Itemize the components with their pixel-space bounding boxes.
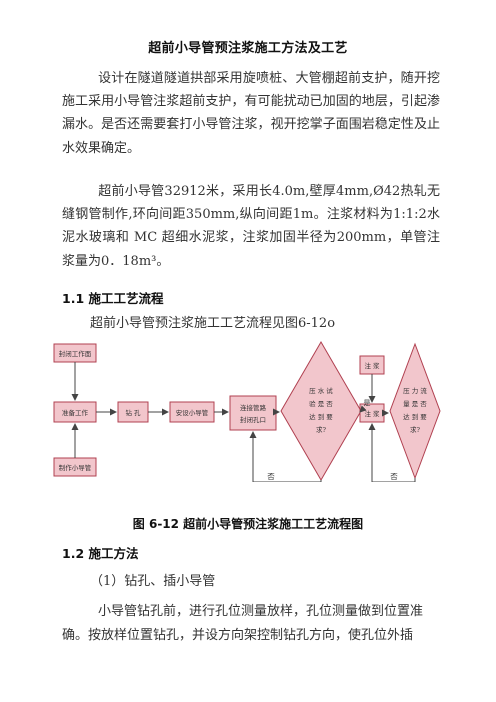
section-1-1-text: 超前小导管预注浆施工工艺流程见图6-12o (90, 316, 336, 331)
flowchart-diagram: 封闭工作面 准备工作 制作小导管 钻 孔 安设小导管 连接管路 封闭孔口 压 水… (53, 341, 441, 482)
flow-diamond-water-test (280, 341, 362, 481)
flow-text-diamond2-2: 量 是 否 (403, 400, 427, 408)
flow-label-no-1: 否 (267, 472, 275, 481)
section-heading-1-2: 1.2 施工方法 (62, 546, 139, 561)
figure-caption: 图 6-12 超前小导管预注浆施工工艺流程图 (132, 517, 364, 531)
flow-text-connect-2: 封闭孔口 (240, 415, 266, 424)
intro-paragraph-2: 超前小导管32912米，采用长4.0m,壁厚4mm,Ø42热轧无缝钢管制作,环向… (62, 184, 440, 269)
flow-text-make-pipe: 制作小导管 (59, 463, 92, 472)
flow-text-diamond1-2: 验 是 否 (309, 399, 333, 408)
flow-label-yes: 是 (364, 399, 371, 407)
flow-text-connect-1: 连接管路 (240, 403, 267, 412)
flow-text-grout-top: 注 浆 (364, 361, 380, 370)
flow-text-prepare: 准备工作 (62, 408, 89, 417)
step-1-heading: （1）钻孔、插小导管 (90, 574, 216, 589)
flow-diamond-pressure-test (389, 342, 441, 480)
flow-text-seal-face: 封闭工作面 (59, 349, 92, 358)
flow-text-diamond2-4: 求? (410, 425, 421, 434)
document-title: 超前小导管预注浆施工方法及工艺 (148, 41, 348, 56)
flow-text-diamond2-3: 达 到 要 (403, 412, 427, 421)
paragraph-line-2: 确。按放样位置钻孔，并设方向架控制钻孔方向，使孔位外插 (62, 628, 414, 643)
flow-text-diamond1-1: 压 水 试 (309, 386, 333, 395)
flow-label-no-2: 否 (390, 472, 398, 481)
flow-text-diamond1-4: 求? (316, 425, 327, 434)
flow-text-diamond2-1: 压 力 流 (403, 386, 427, 395)
arrow-yes-to-grout (359, 405, 367, 413)
flow-text-grout: 注 浆 (364, 409, 380, 418)
intro-paragraph-1: 设计在隧道隧道拱部采用旋喷桩、大管棚超前支护，随开挖施工采用小导管注浆超前支护，… (62, 71, 440, 156)
arrow-no-loop-1 (249, 431, 322, 482)
arrow-no-loop-2 (368, 423, 416, 482)
flow-text-diamond1-3: 达 到 要 (309, 412, 333, 421)
paragraph-line-1: 小导管钻孔前，进行孔位测量放样，孔位测量做到位置准 (98, 604, 424, 619)
flow-text-install-pipe: 安设小导管 (176, 408, 209, 417)
section-heading-1-1: 1.1 施工工艺流程 (62, 291, 164, 306)
flow-text-drill: 钻 孔 (125, 408, 141, 417)
flow-box-connect-seal (229, 395, 277, 431)
